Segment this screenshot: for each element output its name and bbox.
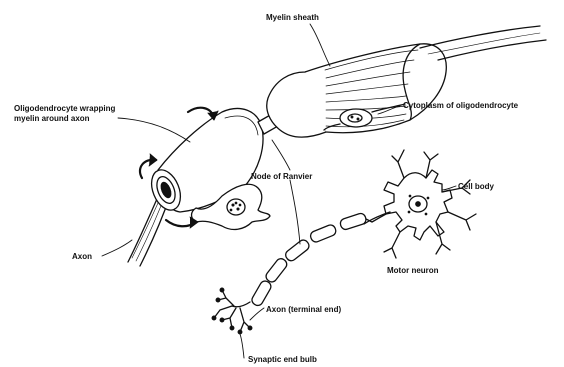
myelin-sheath-cylinder (267, 26, 546, 137)
label-node-of-ranvier: Node of Ranvier (251, 172, 312, 182)
myelinated-axon-segments (212, 212, 390, 334)
label-cytoplasm-of-oligodendrocyte: Cytoplasm of oligodendrocyte (403, 101, 518, 111)
motor-neuron (364, 150, 476, 258)
label-axon-terminal-end: Axon (terminal end) (266, 305, 341, 315)
label-synaptic-end-bulb: Synaptic end bulb (248, 355, 317, 365)
label-cell-body: Cell body (458, 182, 494, 192)
label-oligodendrocyte-wrapping: Oligodendrocyte wrapping myelin around a… (14, 104, 134, 124)
label-myelin-sheath: Myelin sheath (266, 13, 319, 23)
label-motor-neuron: Motor neuron (387, 266, 439, 276)
label-axon: Axon (72, 252, 92, 262)
